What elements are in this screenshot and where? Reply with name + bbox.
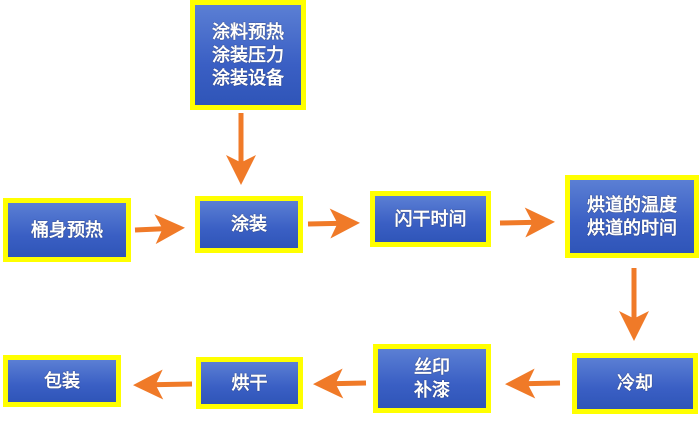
node-label: 闪干时间 [394, 208, 467, 230]
node-label: 烘干 [231, 372, 268, 394]
node-line: 补漆 [414, 379, 450, 401]
node-line: 涂料预热 [212, 21, 284, 43]
arrow-coating-to-flash [307, 208, 360, 239]
node-oven: 烘道的温度 烘道的时间 [565, 175, 699, 258]
node-drying: 烘干 [196, 357, 303, 409]
node-packaging: 包装 [3, 355, 121, 407]
node-label: 涂装 [231, 214, 267, 235]
node-line: 涂装设备 [212, 67, 284, 89]
node-label: 冷却 [617, 373, 653, 394]
arrow-print-to-drying [313, 368, 367, 399]
node-cooling: 冷却 [572, 353, 698, 414]
arrow-cooling-to-print [505, 368, 561, 399]
node-label: 包装 [44, 370, 80, 392]
arrow-preheat-to-coating [134, 214, 185, 245]
node-line: 丝印 [414, 356, 450, 378]
arrow-flash-to-oven [499, 207, 555, 238]
node-print-touchup: 丝印 补漆 [373, 344, 491, 413]
arrow-drying-to-packaging [133, 369, 193, 400]
node-line: 涂装压力 [212, 44, 284, 66]
node-can-preheat: 桶身预热 [3, 198, 131, 262]
node-coating: 涂装 [195, 196, 303, 253]
node-flash-time: 闪干时间 [370, 191, 491, 247]
node-line: 烘道的温度 [587, 194, 677, 216]
node-coating-params: 涂料预热 涂装压力 涂装设备 [190, 0, 306, 110]
node-label: 桶身预热 [31, 219, 103, 241]
node-line: 烘道的时间 [587, 217, 677, 239]
